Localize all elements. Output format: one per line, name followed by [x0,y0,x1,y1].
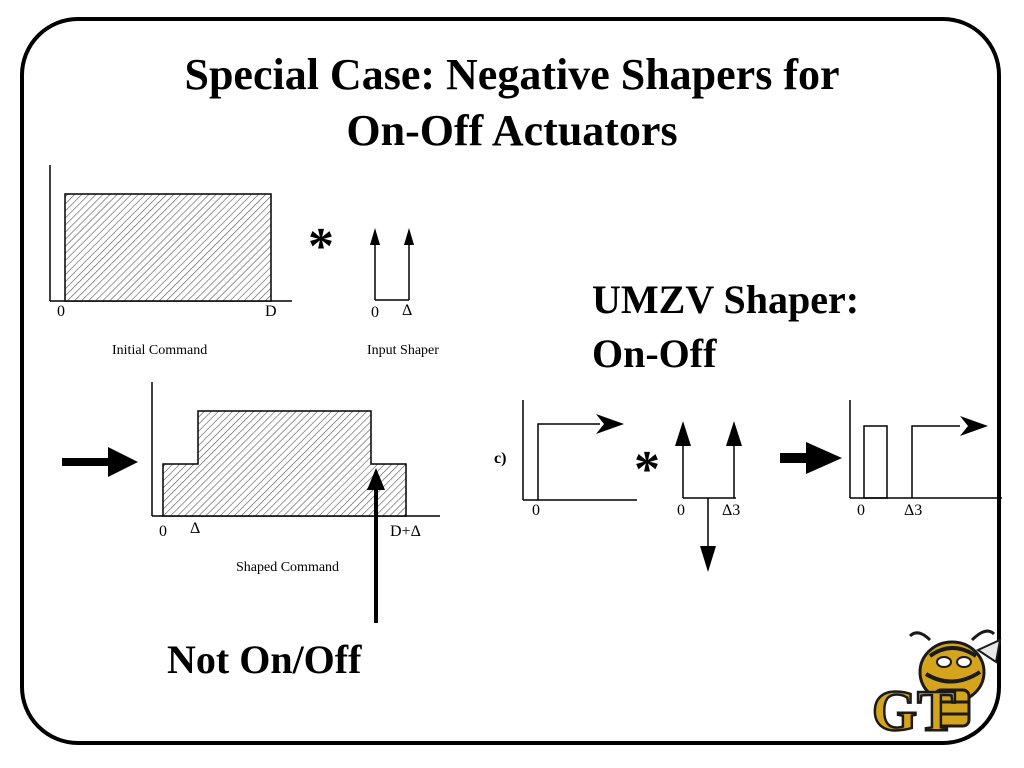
shaped-command-staircase [162,410,407,517]
result-arrow-right [780,442,842,474]
umzv-heading-line2: On-Off [592,331,717,376]
shaped-tick-zero: 0 [159,523,167,540]
panel-label-c: c) [494,450,507,467]
shaped-command-caption: Shaped Command [236,560,340,575]
shaped-tick-d-plus-delta: D+Δ [390,523,421,540]
slide-title-line1: Special Case: Negative Shapers for [184,50,840,99]
shaper-impulse-2-arrowhead [404,228,414,245]
initial-tick-d: D [265,303,277,320]
initial-command-plot [49,165,292,302]
umzv-result-tick-zero: 0 [857,502,865,519]
gt-logo-letters: GT [872,678,956,743]
convolution-symbol-umzv: * [634,441,660,498]
umzv-heading-line1: UMZV Shaper: [592,277,860,322]
shaper-tick-zero: 0 [371,304,379,321]
umzv-step-tick-zero: 0 [532,502,540,519]
shaped-command-plot [151,382,440,517]
umzv-shaper-plot [675,421,742,572]
not-on-off-callout: Not On/Off [167,637,362,682]
slide-frame [20,17,1001,745]
initial-tick-zero: 0 [57,303,65,320]
umzv-result-tick-delta3: Δ3 [904,502,923,519]
umzv-step-input-plot [522,400,637,501]
umzv-shaper-tick-zero: 0 [677,502,685,519]
initial-command-pulse [64,193,272,302]
convolution-symbol-top: * [308,218,334,275]
shaper-tick-delta: Δ [402,302,413,319]
not-on-off-callout-arrow [367,468,385,623]
result-arrow-left [62,447,138,477]
gt-logo: GT [871,629,1002,744]
on-off-pulse [863,425,888,499]
slide-title-line2: On-Off Actuators [346,106,678,155]
initial-command-caption: Initial Command [112,343,208,358]
yellow-jacket-mascot-icon [908,629,1002,728]
shaper-impulse-1-arrowhead [370,228,380,245]
umzv-shaper-tick-delta3: Δ3 [722,502,741,519]
umzv-result-plot [849,400,1002,499]
input-shaper-caption: Input Shaper [367,343,439,358]
input-shaper-plot [370,228,414,301]
shaped-tick-delta: Δ [190,520,201,537]
